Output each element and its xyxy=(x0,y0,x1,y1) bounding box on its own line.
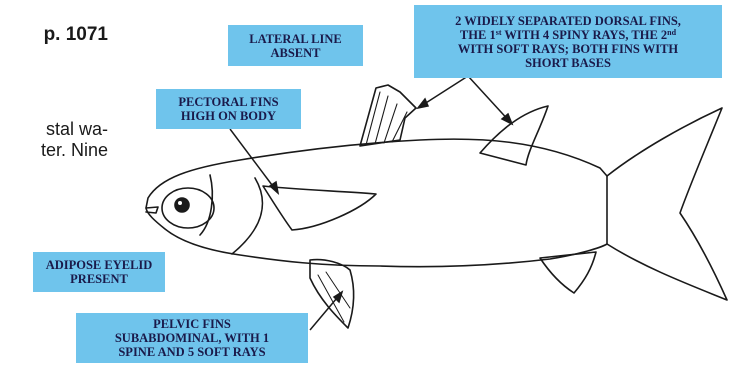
label-lateral-line: LATERAL LINE ABSENT xyxy=(228,25,363,66)
label-dorsal-line-3: WITH SOFT RAYS; BOTH FINS WITH xyxy=(418,42,718,56)
label-pelvic-line-2: SUBABDOMINAL, WITH 1 xyxy=(80,331,304,345)
label-adipose-eyelid: ADIPOSE EYELID PRESENT xyxy=(33,252,165,292)
label-dorsal-line-2: THE 1st WITH 4 SPINY RAYS, THE 2nd xyxy=(418,28,718,42)
label-pectoral-fins: PECTORAL FINS HIGH ON BODY xyxy=(156,89,301,129)
fish-mouth xyxy=(146,207,158,213)
anal-fin xyxy=(540,252,596,293)
second-dorsal-fin xyxy=(480,106,548,165)
label-dorsal-line-4: SHORT BASES xyxy=(418,56,718,70)
label-pectoral-line-1: PECTORAL FINS xyxy=(160,95,297,109)
label-adipose-line-2: PRESENT xyxy=(37,272,161,286)
label-pectoral-line-2: HIGH ON BODY xyxy=(160,109,297,123)
label-pelvic-line-1: PELVIC FINS xyxy=(80,317,304,331)
label-dorsal-fins: 2 WIDELY SEPARATED DORSAL FINS, THE 1st … xyxy=(414,5,722,78)
fish-body-outline xyxy=(146,139,607,267)
label-pelvic-line-3: SPINE AND 5 SOFT RAYS xyxy=(80,345,304,359)
label-lateral-line-1: LATERAL LINE xyxy=(232,32,359,46)
caudal-fin xyxy=(607,108,727,300)
label-dorsal-line-1: 2 WIDELY SEPARATED DORSAL FINS, xyxy=(418,14,718,28)
pectoral-fin xyxy=(263,186,376,230)
label-lateral-line-2: ABSENT xyxy=(232,46,359,60)
eye-pupil xyxy=(175,198,189,212)
label-adipose-line-1: ADIPOSE EYELID xyxy=(37,258,161,272)
label-pelvic-fins: PELVIC FINS SUBABDOMINAL, WITH 1 SPINE A… xyxy=(76,313,308,363)
gill-cover xyxy=(232,178,262,254)
pelvic-fin xyxy=(310,260,354,328)
